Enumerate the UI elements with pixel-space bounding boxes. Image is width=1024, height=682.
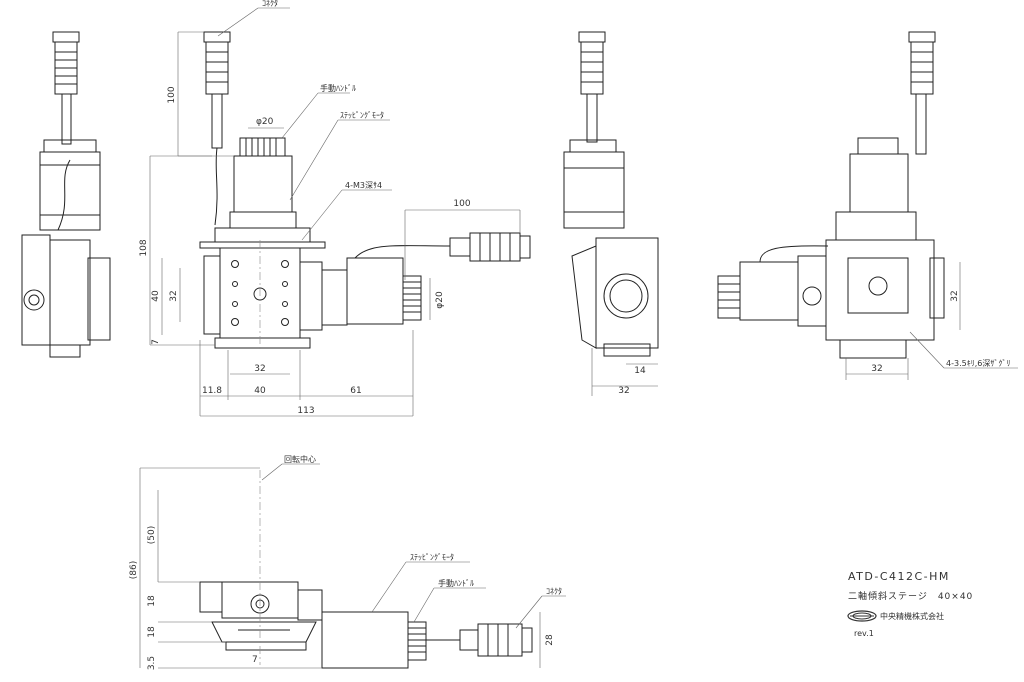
revision: rev.1	[854, 629, 874, 638]
dim-50: (50)	[147, 526, 157, 544]
company-logo-icon	[847, 610, 877, 622]
dim-40-left: 40	[151, 290, 161, 302]
dim-11-8: 11.8	[202, 386, 222, 396]
dim-7-bottom: 7	[252, 655, 258, 665]
label-connector-bottom: ｺﾈｸﾀ	[546, 587, 562, 596]
dim-61: 61	[350, 386, 361, 396]
dim-108: 108	[139, 239, 149, 256]
title-block: ATD-C412C-HM 二軸傾斜ステージ 40×40 中央精機株式会社 rev…	[847, 570, 973, 638]
dim-86: (86)	[129, 561, 139, 579]
label-stepping-motor-bottom: ｽﾃｯﾋﾟﾝｸﾞﾓｰﾀ	[410, 553, 454, 562]
dim-32-rear-right: 32	[950, 290, 960, 301]
label-manual-handle-bottom: 手動ﾊﾝﾄﾞﾙ	[438, 578, 474, 588]
dim-32-plate: 32	[254, 364, 265, 374]
dim-40-bottom: 40	[254, 386, 266, 396]
dim-phi20-top: φ20	[256, 117, 274, 127]
label-rotation-center: 回転中心	[284, 454, 316, 464]
dim-113: 113	[297, 406, 314, 416]
dim-32-rear-bottom: 32	[871, 364, 882, 374]
dim-phi20-right: φ20	[435, 291, 445, 309]
dim-7-left: 7	[151, 339, 161, 345]
dim-3-5: 3.5	[147, 656, 157, 670]
right-side-view	[563, 31, 659, 357]
label-manual-handle-top: 手動ﾊﾝﾄﾞﾙ	[320, 83, 356, 93]
dim-100-horizontal: 100	[453, 199, 470, 209]
dim-14: 14	[634, 366, 646, 376]
label-stepping-motor-top: ｽﾃｯﾋﾟﾝｸﾞﾓｰﾀ	[340, 111, 384, 120]
bottom-view	[199, 581, 533, 669]
left-side-view	[21, 31, 111, 358]
dimension-lines	[139, 31, 961, 669]
product-description: 二軸傾斜ステージ 40×40	[848, 590, 973, 602]
label-connector-top: ｺﾈｸﾀ	[262, 0, 278, 8]
company-name: 中央精機株式会社	[880, 611, 944, 621]
dim-18-upper: 18	[147, 595, 157, 607]
dim-32-side: 32	[618, 386, 629, 396]
model-number: ATD-C412C-HM	[848, 570, 950, 583]
front-view	[199, 31, 531, 349]
dim-28: 28	[545, 634, 555, 646]
label-tap-m3: 4-M3深ｻ4	[345, 181, 382, 190]
dim-18-lower: 18	[147, 626, 157, 638]
label-counterbore: 4-3.5ｷﾘ,6深ｻﾞｸﾞﾘ	[946, 359, 1010, 368]
dim-32-left: 32	[169, 290, 179, 301]
rear-view	[717, 31, 945, 359]
dim-100-vertical: 100	[167, 86, 177, 103]
leader-lines	[217, 7, 1018, 629]
